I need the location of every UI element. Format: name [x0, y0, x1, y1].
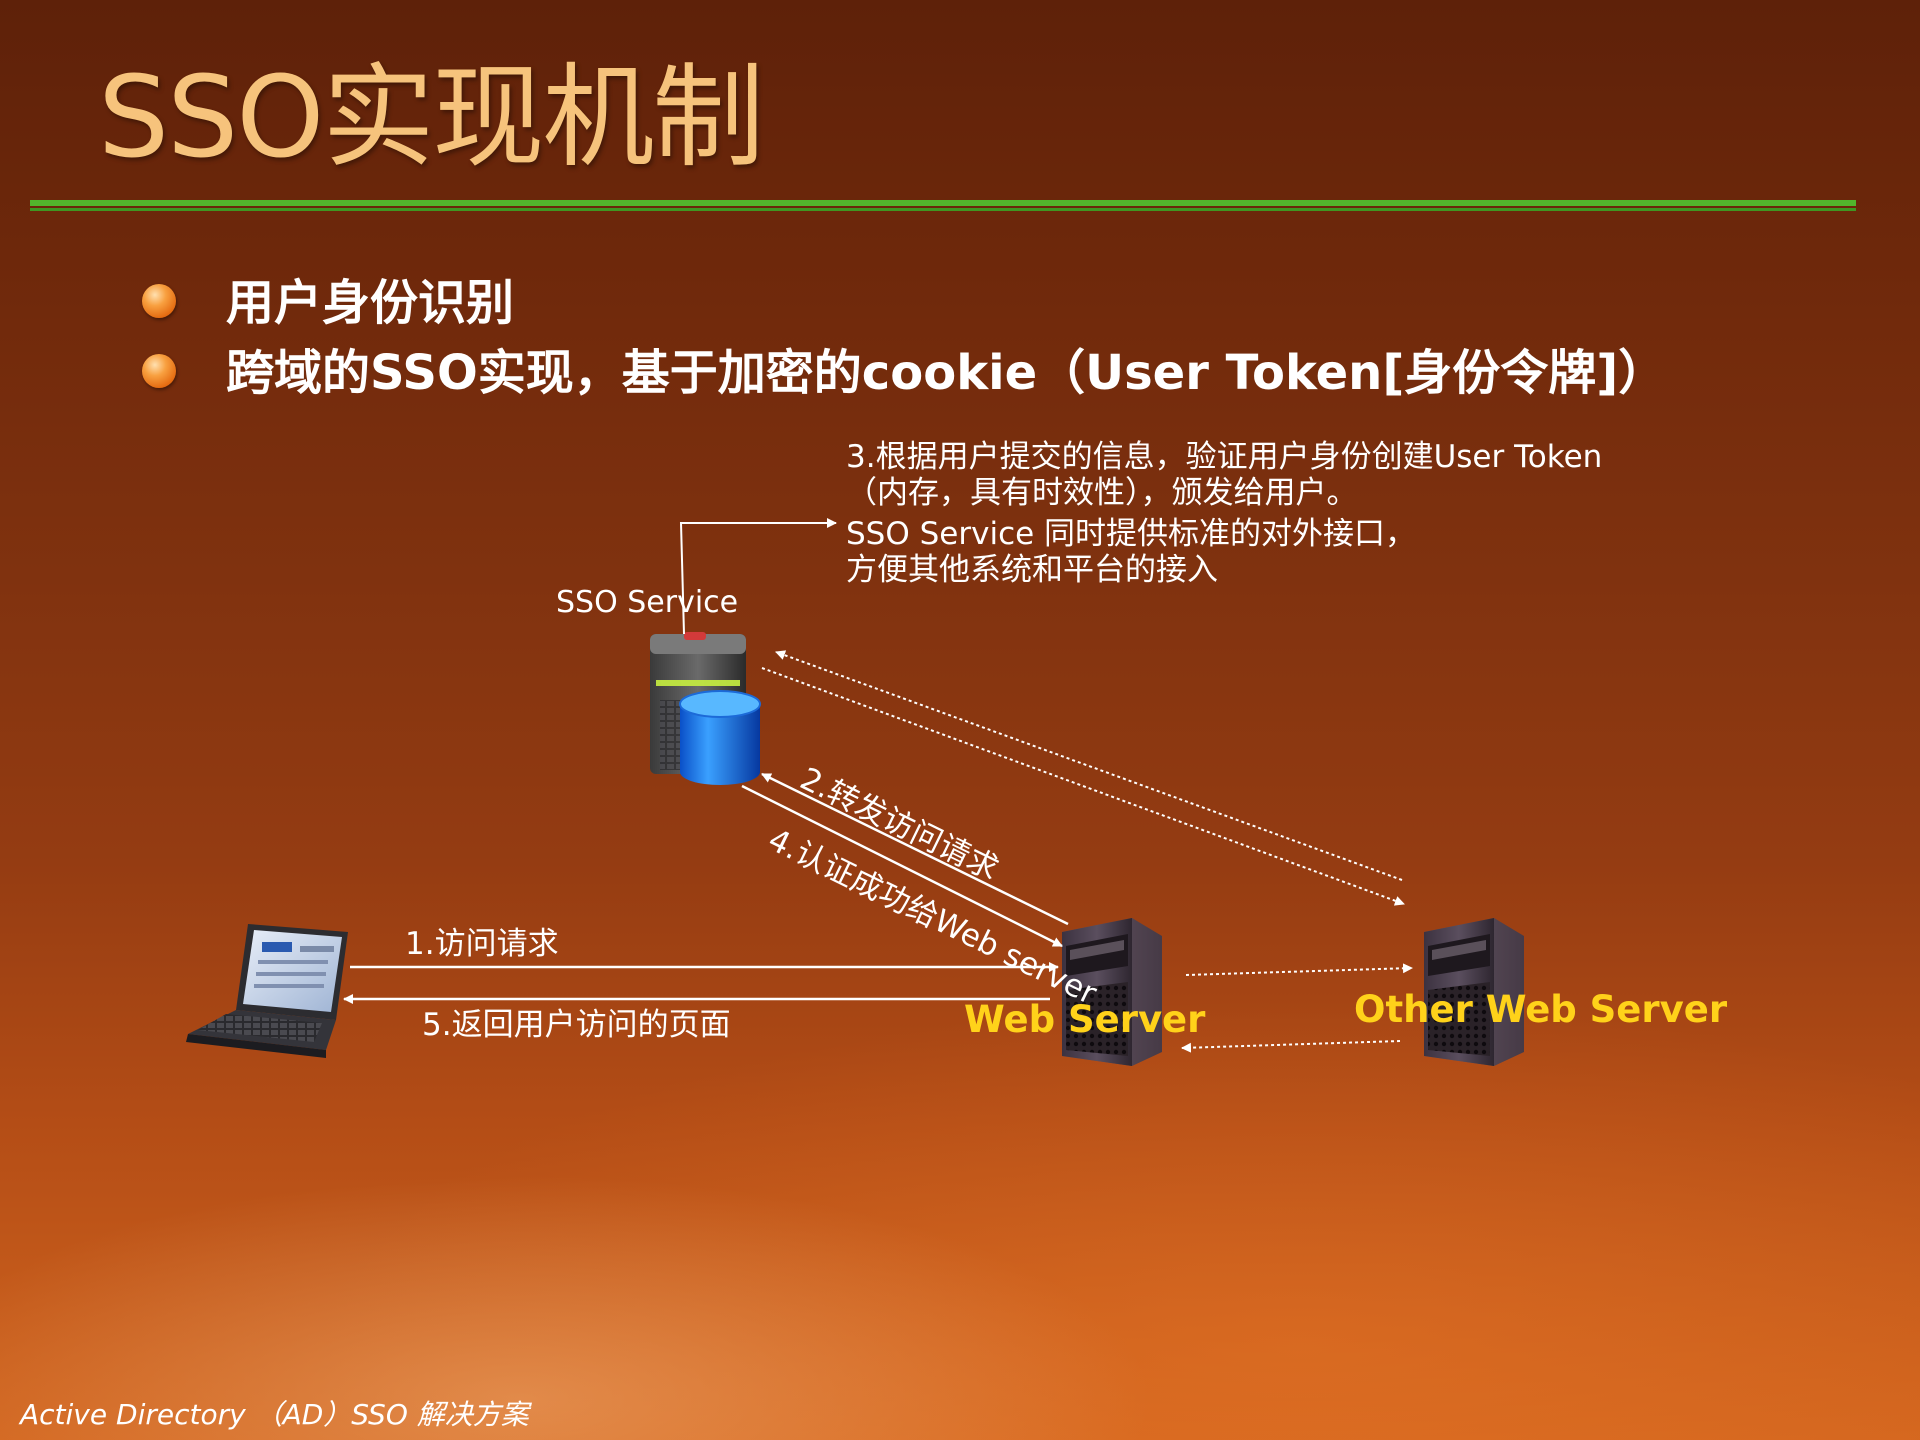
orange-bullet-icon: [142, 354, 176, 388]
bullet-text: 跨域的SSO实现，基于加密的cookie（User Token[身份令牌]）: [226, 345, 1667, 401]
orange-bullet-icon: [142, 284, 176, 318]
step5-label: 5.返回用户访问的页面: [422, 1007, 731, 1043]
slide-title: SSO实现机制: [98, 53, 764, 183]
footer-text: Active Directory （AD）SSO 解决方案: [20, 1398, 529, 1431]
step4-arrow: [741, 784, 1063, 948]
note-line-1: 3.根据用户提交的信息，验证用户身份创建User Token: [846, 439, 1602, 475]
other-web-server-tower-icon: [1424, 918, 1524, 1066]
laptop-client-icon: [186, 924, 348, 1058]
bullet-list: 用户身份识别 跨域的SSO实现，基于加密的cookie（User Token[身…: [140, 268, 1666, 408]
web-server-label: Web Server: [964, 998, 1206, 1041]
bullet-item: 跨域的SSO实现，基于加密的cookie（User Token[身份令牌]）: [140, 338, 1666, 408]
other-web-server-label: Other Web Server: [1354, 988, 1728, 1031]
web-to-other-dotted-arrow: [1185, 963, 1413, 976]
sso-to-other-dotted-arrow: [761, 667, 1405, 906]
note-connector-arrow: [679, 518, 837, 635]
title-divider: [30, 200, 1856, 212]
web-server-tower-icon: [1062, 918, 1162, 1066]
other-to-web-dotted-arrow: [1181, 1040, 1401, 1053]
note-line-2: （内存，具有时效性），颁发给用户。: [846, 475, 1358, 511]
database-cylinder-icon: [679, 690, 761, 785]
other-to-sso-dotted-arrow: [775, 650, 1403, 881]
bullet-text: 用户身份识别: [226, 275, 515, 331]
sso-service-label: SSO Service: [556, 585, 738, 620]
step1-label: 1.访问请求: [405, 926, 559, 962]
note-line-3: SSO Service 同时提供标准的对外接口，: [846, 516, 1416, 552]
bullet-item: 用户身份识别: [140, 268, 1666, 338]
step2-arrow: [761, 772, 1069, 926]
note-line-4: 方便其他系统和平台的接入: [846, 552, 1218, 588]
